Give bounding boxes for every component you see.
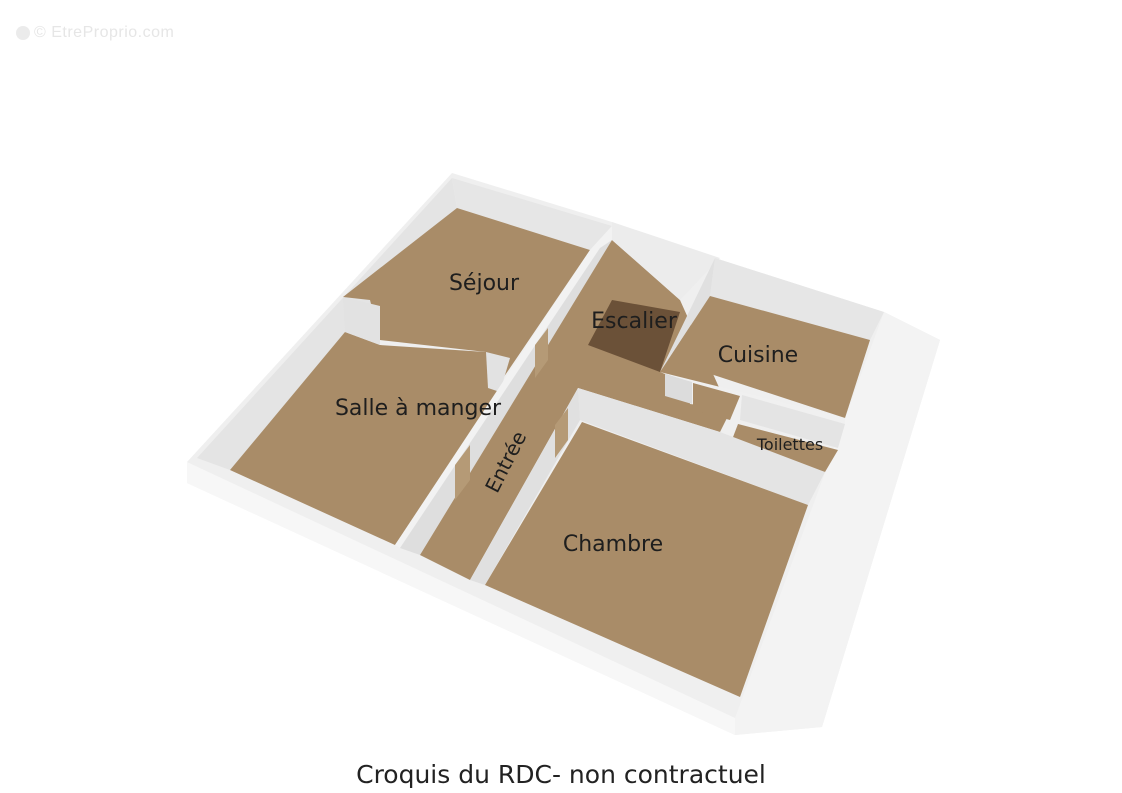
room-label-cuisine: Cuisine — [718, 343, 798, 368]
room-label-chambre: Chambre — [563, 532, 663, 557]
watermark-text: © EtreProprio.com — [34, 24, 175, 41]
room-label-escalier: Escalier — [591, 309, 678, 334]
wall-cuisine-top — [710, 258, 884, 340]
wall-corridor-left-face — [400, 240, 612, 555]
room-floor-toilettes — [730, 424, 838, 472]
room-label-toilettes: Toilettes — [756, 435, 823, 454]
wall-chambre-left — [470, 388, 580, 585]
stair-wall — [612, 222, 720, 300]
closet-floor — [693, 383, 740, 420]
outer-wall-front — [187, 462, 735, 735]
copyright-icon — [16, 26, 30, 40]
room-floor-escalier — [588, 300, 680, 372]
room-floor-chambre — [485, 422, 808, 697]
wall-partition-sejour-2 — [486, 352, 510, 392]
room-label-sejour: Séjour — [449, 271, 520, 296]
door-sejour-entree — [535, 328, 548, 378]
outer-wall-right — [735, 312, 940, 735]
wall-inner-left — [197, 178, 457, 470]
room-floor-sejour — [343, 208, 590, 390]
wall-cuisine-left — [660, 258, 715, 372]
room-floor-cuisine — [668, 296, 870, 418]
wall-chambre-top — [578, 388, 825, 505]
room-label-salle-a-manger: Salle à manger — [335, 396, 502, 421]
watermark: © EtreProprio.com — [16, 24, 174, 42]
wall-cuisine-bottom — [660, 372, 845, 424]
wall-toilettes-top — [740, 395, 845, 448]
door-chambre-entree — [555, 408, 568, 458]
plan-caption: Croquis du RDC- non contractuel — [356, 760, 766, 789]
wall-corridor-left — [395, 226, 612, 548]
door-salle-entree — [455, 445, 470, 500]
room-floor-salle-a-manger — [230, 332, 500, 545]
wall-partition-sejour — [343, 297, 380, 345]
wall-cuisine-bottom-face — [665, 374, 692, 404]
wall-inner-top-sejour — [452, 178, 612, 250]
